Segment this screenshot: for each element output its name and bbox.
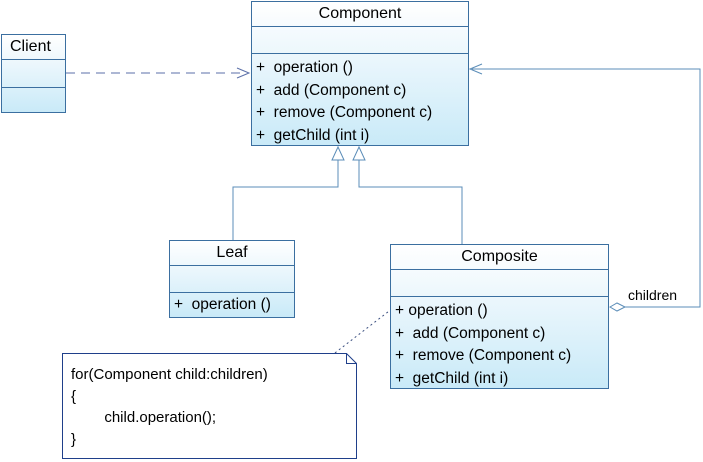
leaf-class[interactable]: Leaf + operation () <box>169 240 295 318</box>
note-line: } <box>71 430 77 448</box>
composite-operation: + add (Component c) <box>395 324 546 342</box>
composite-class-name: Composite <box>391 245 608 270</box>
component-operation: + getChild (int i) <box>256 126 370 144</box>
component-operation: + operation () <box>256 59 353 76</box>
composite-operation: + remove (Component c) <box>395 347 572 364</box>
composite-generalization-arrowhead <box>352 145 366 161</box>
note-anchor-line <box>330 307 394 357</box>
note-line: for(Component child:children) <box>71 366 268 383</box>
leaf-class-name: Leaf <box>170 241 294 266</box>
leaf-operation: + operation () <box>174 296 271 313</box>
note-line: child.operation(); <box>71 409 217 426</box>
component-operation: + add (Component c) <box>256 81 407 99</box>
composite-attributes <box>391 270 608 297</box>
children-aggregation-line <box>472 68 701 308</box>
note-text: for(Component child:children) { child.op… <box>71 364 268 450</box>
code-note[interactable]: for(Component child:children) { child.op… <box>62 353 357 459</box>
component-operation: + remove (Component c) <box>256 104 433 121</box>
children-association-label: children <box>628 287 678 303</box>
client-class-name: Client <box>2 35 65 60</box>
leaf-generalization-arrowhead <box>331 145 345 161</box>
composite-operation: + operation () <box>395 302 488 319</box>
leaf-attributes <box>170 266 294 293</box>
note-shape <box>62 353 357 459</box>
component-class-name: Component <box>252 2 468 27</box>
composite-class[interactable]: Composite + operation () + add (Componen… <box>390 244 609 389</box>
composite-operations: + operation () + add (Component c) + rem… <box>391 297 608 390</box>
aggregation-diamond <box>608 302 627 312</box>
aggregation-arrowhead <box>468 63 483 75</box>
leaf-generalization-line <box>232 160 339 240</box>
component-class[interactable]: Component + operation () + add (Componen… <box>251 1 469 146</box>
client-attributes <box>2 60 65 88</box>
client-class[interactable]: Client <box>1 34 66 113</box>
composite-operation: + getChild (int i) <box>395 369 509 387</box>
dependency-arrowhead <box>236 67 251 79</box>
leaf-operations: + operation () <box>170 293 294 317</box>
composite-generalization-line <box>358 160 463 244</box>
note-line: { <box>71 387 77 405</box>
component-attributes <box>252 27 468 54</box>
component-operations: + operation () + add (Component c) + rem… <box>252 54 468 147</box>
